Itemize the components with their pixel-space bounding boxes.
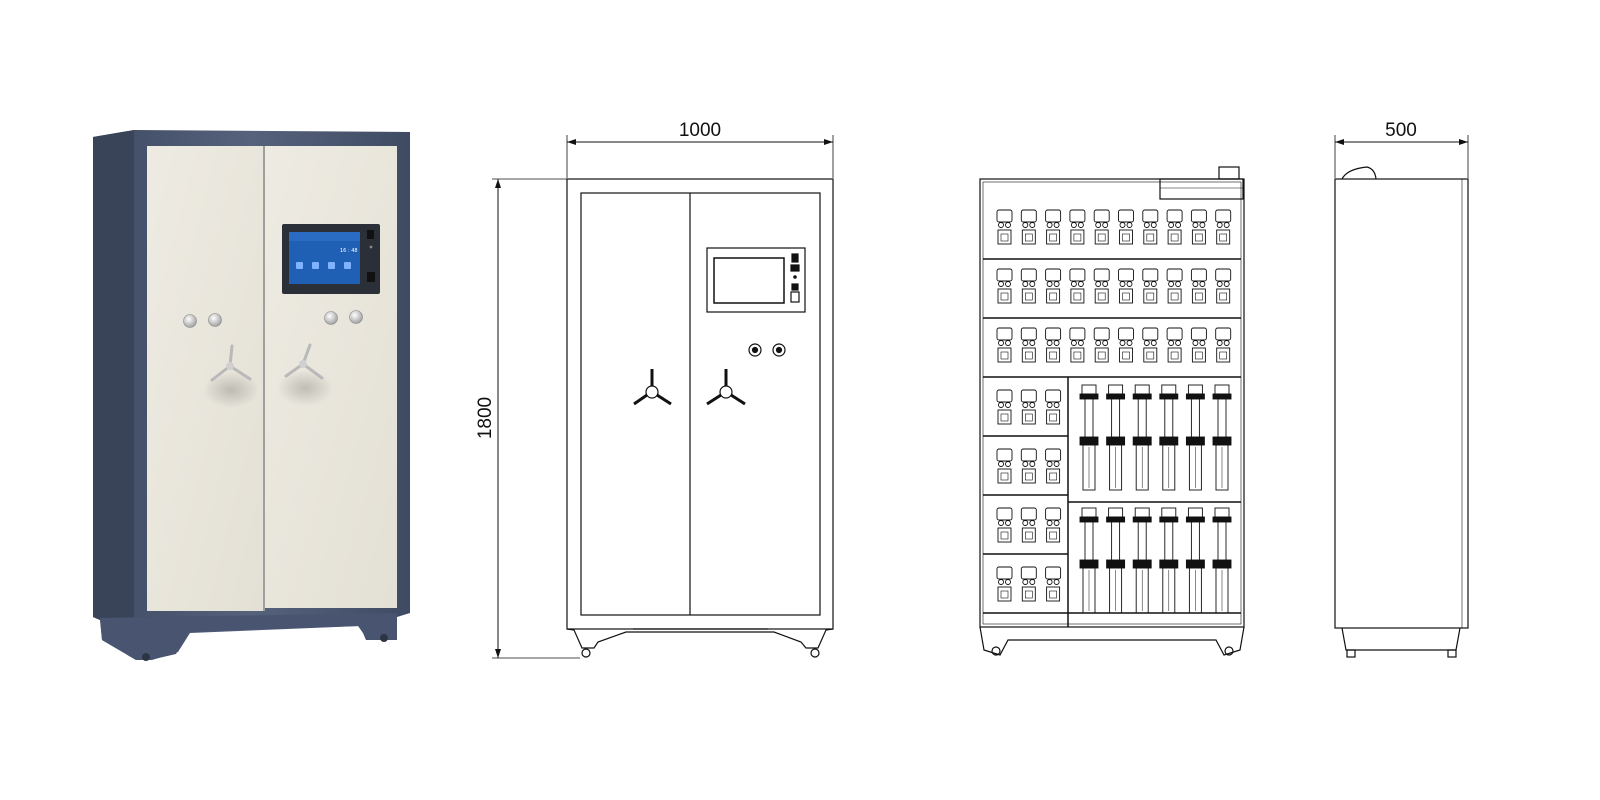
depth-dimension-label: 500 (1385, 120, 1417, 141)
storage-slot (1020, 389, 1037, 425)
storage-slot (996, 389, 1013, 425)
storage-slot (1118, 209, 1134, 245)
storage-slot-tall (1079, 507, 1099, 614)
interior-storage-slots (996, 209, 1232, 614)
storage-slot (1020, 209, 1037, 245)
storage-slot-tall (1185, 507, 1205, 614)
storage-slot (1093, 209, 1110, 245)
storage-slot (1166, 209, 1183, 245)
storage-slot (1045, 389, 1062, 425)
storage-slot (1020, 507, 1037, 543)
storage-slot (1020, 268, 1037, 304)
storage-slot-tall (1159, 384, 1179, 491)
storage-slot (996, 566, 1013, 602)
storage-slot (1069, 327, 1086, 363)
storage-slot (1093, 268, 1110, 304)
storage-slot-tall (1132, 384, 1152, 491)
storage-slot (1118, 268, 1134, 304)
storage-slot (1215, 209, 1232, 245)
storage-slot (1215, 268, 1232, 304)
storage-slot-tall (1106, 384, 1126, 491)
storage-slot-tall (1185, 384, 1205, 491)
render-lock-knob (324, 311, 338, 325)
storage-slot-tall (1159, 507, 1179, 614)
storage-slot-tall (1212, 384, 1232, 491)
storage-slot-tall (1132, 507, 1152, 614)
front-left-handle (633, 369, 672, 406)
render-screen-clock: 16 : 48 (340, 248, 358, 254)
storage-slot (1215, 327, 1232, 363)
storage-slot (1166, 327, 1183, 363)
side-view-drawing (1334, 135, 1469, 658)
storage-slot (1045, 209, 1062, 245)
render-lock-knob (208, 313, 222, 327)
width-dimension-label: 1000 (679, 120, 721, 141)
storage-slot (1045, 327, 1062, 363)
render-lock-knob (349, 310, 363, 324)
front-view-drawing (492, 135, 834, 659)
storage-slot-tall (1079, 384, 1099, 491)
storage-slot (1020, 327, 1037, 363)
storage-slot (1020, 566, 1037, 602)
storage-slot-tall (1212, 507, 1232, 614)
storage-slot (1190, 209, 1207, 245)
storage-slot (1190, 327, 1207, 363)
storage-slot (1142, 209, 1159, 245)
render-lock-knob (183, 314, 197, 328)
storage-slot (1045, 268, 1062, 304)
storage-slot (1166, 268, 1183, 304)
storage-slot (1045, 507, 1062, 543)
height-dimension-label: 1800 (475, 397, 496, 439)
storage-slot (1069, 209, 1086, 245)
storage-slot (1142, 327, 1159, 363)
storage-slot (1020, 448, 1037, 484)
storage-slot (1142, 268, 1159, 304)
storage-slot (1045, 566, 1062, 602)
storage-slot (1190, 268, 1207, 304)
cabinet-render: 16 : 48 (93, 130, 410, 661)
storage-slot (996, 507, 1013, 543)
storage-slot (996, 327, 1013, 363)
front-right-handle (706, 369, 746, 406)
storage-slot (1118, 327, 1134, 363)
storage-slot (1069, 268, 1086, 304)
storage-slot-tall (1106, 507, 1126, 614)
storage-slot (996, 448, 1013, 484)
storage-slot (1093, 327, 1110, 363)
storage-slot (996, 209, 1013, 245)
render-base (100, 613, 397, 660)
storage-slot (996, 268, 1013, 304)
render-side (93, 130, 134, 620)
storage-slot (1045, 448, 1062, 484)
